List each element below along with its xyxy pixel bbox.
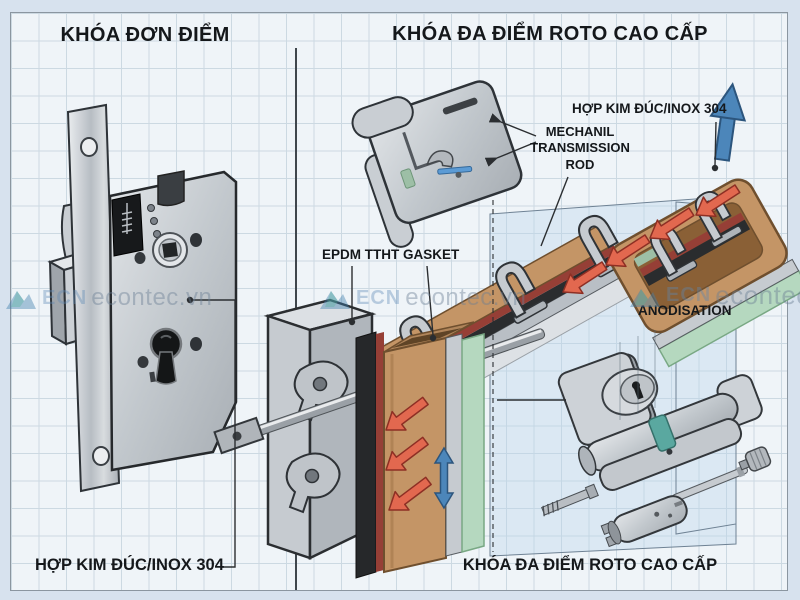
faceplate (66, 103, 121, 493)
multipoint-lock-illustration (213, 80, 800, 579)
aluminium-profile-section (609, 178, 800, 368)
set-screw (541, 483, 599, 517)
transmission-rod-label: MECHANIL TRANSMISSION ROD (530, 124, 630, 172)
alloy-label: HỢP KIM ĐÚC/INOX 304 (572, 101, 727, 116)
right-caption: KHÓA ĐA ĐIỂM ROTO CAO CẤP (462, 556, 718, 574)
actuator-cylinder (600, 495, 688, 548)
leader-lines (186, 113, 719, 568)
up-arrow-icon (709, 82, 747, 162)
right-panel-title: KHÓA ĐA ĐIỂM ROTO CAO CẤP (392, 23, 708, 45)
anodisation-label: ANODISATION (638, 303, 732, 318)
euro-cylinder (578, 374, 763, 491)
gasket-strip (461, 333, 485, 553)
left-caption: HỢP KIM ĐÚC/INOX 304 (35, 556, 224, 574)
cylinder-exploded-illustration (541, 351, 772, 548)
top-lock-case (351, 80, 523, 248)
knurled-knob (738, 446, 772, 472)
left-panel-title: KHÓA ĐƠN ĐIỂM (60, 24, 230, 46)
double-arrow-icon (433, 446, 455, 510)
euro-keyhole (149, 327, 183, 385)
vertical-profile (355, 321, 485, 579)
gasket-label: EPDM TTHT GASKET (322, 247, 460, 262)
mortise-lock-illustration (47, 103, 238, 493)
spindle-hole (162, 242, 178, 258)
escutcheon (557, 351, 659, 448)
